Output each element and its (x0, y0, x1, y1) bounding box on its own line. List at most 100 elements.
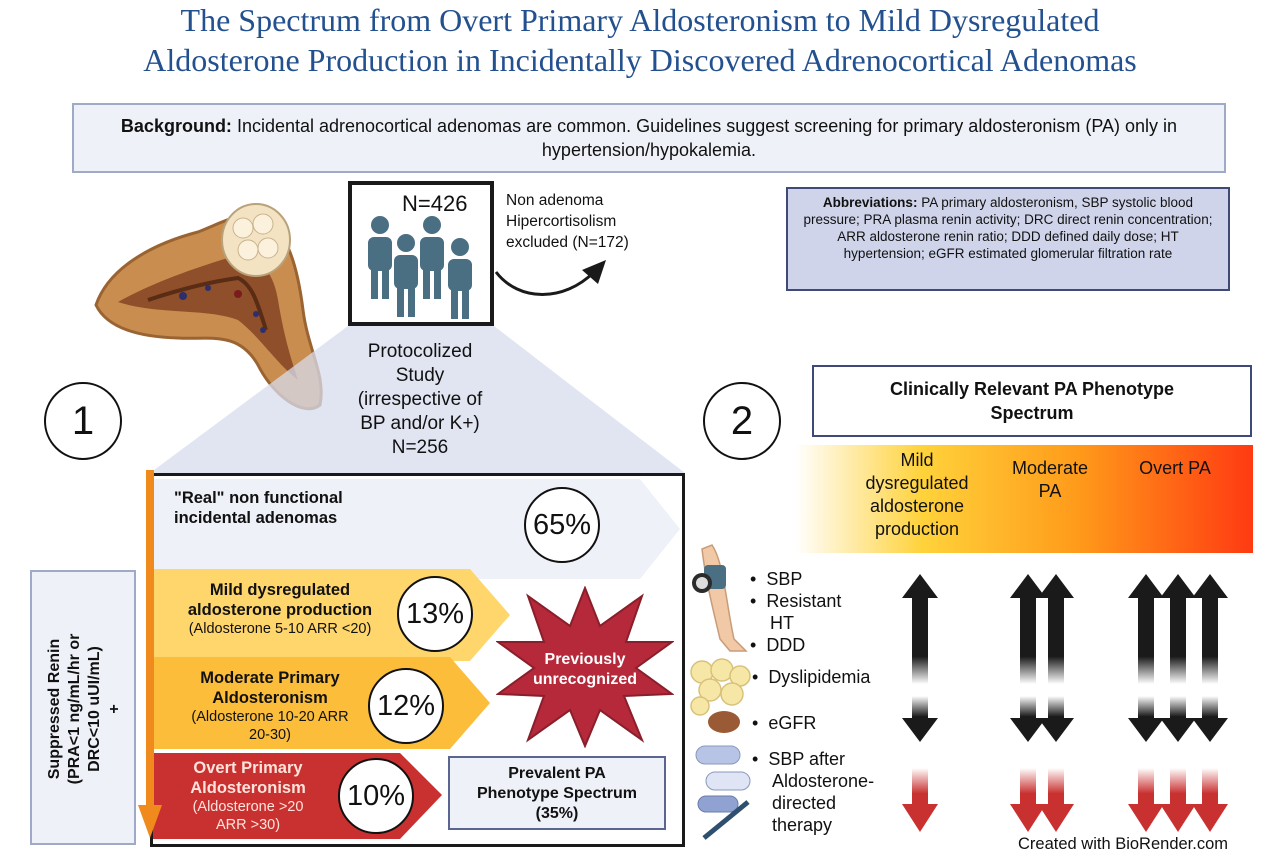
arrow-up-overt-2 (1160, 574, 1196, 684)
prevalent-line-1: Prevalent PA (508, 765, 606, 782)
background-box: Background: Incidental adrenocortical ad… (72, 103, 1226, 173)
outcome-after-line-2: Aldosterone- (772, 771, 875, 791)
arrow-down-overt-1 (1128, 696, 1164, 742)
spectrum-moderate-l1: Moderate (1011, 458, 1089, 478)
outcome-after-line-3: directed (772, 793, 837, 813)
arrow-up-moderate-1 (1010, 574, 1046, 684)
pills-icon (695, 745, 751, 840)
title-line-1: The Spectrum from Overt Primary Aldoster… (180, 2, 1100, 38)
prevalent-line-3: (35%) (535, 805, 579, 822)
outcome-dyslipidemia: • Dyslipidemia (752, 667, 871, 687)
spectrum-moderate-label: Moderate PA (995, 457, 1105, 503)
protocol-line-4: BP and/or K+) (360, 413, 480, 434)
cohort-n-label: N=426 (402, 191, 468, 216)
outcome-after-line-1: SBP after (768, 749, 846, 769)
arrow-red-moderate-2 (1038, 768, 1074, 832)
outcome-sbp-text: SBP (766, 569, 803, 589)
previously-unrecognized-label: Previously unrecognized (512, 650, 658, 690)
outcome-resistant: • Resistant (750, 591, 842, 611)
pct-moderate: 12% (368, 668, 444, 744)
panel-number-1: 1 (44, 382, 122, 460)
suppressed-renin-text: Suppressed Renin (PRA<1 ng/mL/hr or DRC<… (45, 577, 125, 842)
suppressed-renin-box: Suppressed Renin (PRA<1 ng/mL/hr or DRC<… (30, 570, 136, 845)
outcome-after-therapy: • SBP after Aldosterone- directed therap… (752, 748, 902, 836)
fat-cells-icon (690, 658, 751, 733)
previously-line-2: unrecognized (532, 671, 637, 688)
background-text: Incidental adrenocortical adenomas are c… (231, 116, 1178, 160)
protocol-line-5: N=256 (391, 437, 449, 458)
overt-label: Overt Primary Aldosteronism (Aldosterone… (164, 758, 332, 834)
spectrum-overt-label: Overt PA (1125, 457, 1225, 480)
moderate-sub-2: 20-30) (249, 727, 291, 743)
spectrum-mild-l2: dysregulated (865, 473, 969, 493)
arrow-up-overt-3 (1192, 574, 1228, 684)
arrow-up-moderate-2 (1038, 574, 1074, 684)
pct-nonfunctional: 65% (524, 487, 600, 563)
arrow-down-overt-3 (1192, 696, 1228, 742)
renin-line-4: + (106, 704, 123, 714)
nonfunctional-line-1: "Real" non functional (174, 489, 343, 507)
protocol-line-1: Protocolized (367, 341, 473, 362)
adrenal-gland-icon (94, 203, 323, 411)
protocol-line-3: (irrespective of (357, 389, 483, 410)
arrow-red-overt-3 (1192, 768, 1228, 832)
prevalent-box: Prevalent PA Phenotype Spectrum (35%) (448, 756, 666, 830)
biorender-credit: Created with BioRender.com (1018, 835, 1229, 853)
pct-mild: 13% (397, 576, 473, 652)
arrow-red-overt-2 (1160, 768, 1196, 832)
title-line-2: Aldosterone Production in Incidentally D… (143, 42, 1137, 78)
panel-number-2: 2 (703, 382, 781, 460)
overt-sub-1: (Aldosterone >20 (192, 799, 304, 815)
moderate-line-1: Moderate Primary (200, 669, 340, 687)
mild-sub: (Aldosterone 5-10 ARR <20) (188, 621, 372, 637)
abbreviations-box: Abbreviations: PA primary aldosteronism,… (786, 187, 1230, 291)
arrow-down-overt-2 (1160, 696, 1196, 742)
outcome-ddd-text: DDD (766, 635, 806, 655)
renin-line-1: Suppressed Renin (46, 638, 63, 780)
moderate-line-2: Aldosteronism (212, 689, 328, 707)
exclusion-note: Non adenoma Hipercortisolism excluded (N… (506, 190, 676, 253)
spectrum-mild-l1: Mild (900, 450, 934, 470)
arrow-up-overt-1 (1128, 574, 1164, 684)
spectrum-mild-l3: aldosterone (869, 496, 965, 516)
arrow-red-mild (902, 768, 938, 832)
abbreviations-label: Abbreviations: (822, 195, 918, 210)
arrow-up-mild (902, 574, 938, 684)
exclusion-line-2: Hipercortisolism (506, 213, 617, 230)
people-icon (368, 216, 472, 319)
page-title: The Spectrum from Overt Primary Aldoster… (0, 0, 1280, 80)
starburst-icon (496, 586, 674, 748)
blood-pressure-arm-icon (692, 544, 748, 652)
mild-line-1: Mild dysregulated (209, 581, 351, 599)
outcome-dyslipidemia-text: Dyslipidemia (768, 667, 871, 687)
clinical-line-2: Spectrum (990, 403, 1074, 423)
spectrum-mild-l4: production (874, 519, 960, 539)
spectrum-gradient-bar: Mild dysregulated aldosterone production… (795, 445, 1253, 553)
moderate-sub-1: (Aldosterone 10-20 ARR (191, 709, 349, 725)
spectrum-mild-label: Mild dysregulated aldosterone production (853, 449, 981, 541)
down-arrow-icon (138, 470, 162, 838)
overt-sub-2: ARR >30) (215, 817, 281, 833)
spectrum-overt-l1: Overt PA (1139, 458, 1211, 478)
prevalent-line-2: Phenotype Spectrum (476, 785, 638, 802)
outcome-resistant-text: Resistant (766, 591, 842, 611)
mild-label: Mild dysregulated aldosterone production… (160, 580, 400, 638)
protocol-line-2: Study (395, 365, 445, 386)
pct-overt: 10% (338, 758, 414, 834)
outcome-egfr-text: eGFR (768, 713, 817, 733)
outcome-egfr: • eGFR (752, 713, 817, 733)
outcome-resistant-text-2: HT (770, 613, 794, 633)
previously-line-1: Previously (544, 651, 626, 668)
overt-line-2: Aldosteronism (190, 779, 306, 797)
abbreviations-text: PA primary aldosteronism, SBP systolic b… (803, 195, 1213, 261)
clinical-line-1: Clinically Relevant PA Phenotype (889, 379, 1175, 399)
clinical-spectrum-box: Clinically Relevant PA Phenotype Spectru… (812, 365, 1252, 437)
exclusion-line-3: excluded (N=172) (506, 234, 629, 251)
arrow-red-overt-1 (1128, 768, 1164, 832)
arrow-down-moderate-2 (1038, 696, 1074, 742)
outcome-list: • SBP • Resistant HT • DDD (750, 568, 890, 656)
arrow-red-moderate-1 (1010, 768, 1046, 832)
protocol-text: Protocolized Study (irrespective of BP a… (330, 340, 510, 460)
overt-line-1: Overt Primary (193, 759, 303, 777)
spectrum-moderate-l2: PA (1038, 481, 1062, 501)
